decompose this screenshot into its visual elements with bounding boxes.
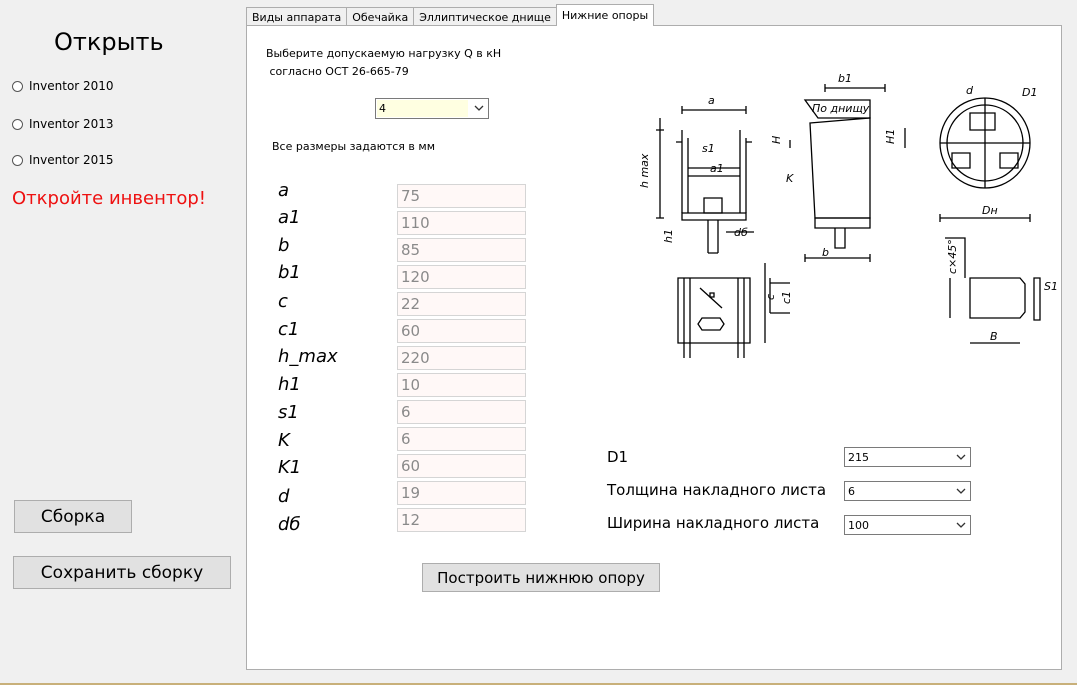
assemble-button[interactable]: Сборка	[14, 500, 132, 533]
drawing-label-b: b	[822, 246, 829, 259]
d1-select-value: 215	[848, 451, 869, 464]
param-field-h1[interactable]: 10	[397, 373, 526, 397]
plate-width-select[interactable]: 100	[844, 515, 971, 535]
tab-bar: Виды аппарата Обечайка Эллиптическое дни…	[246, 4, 655, 26]
d1-select[interactable]: 215	[844, 447, 971, 467]
drawing-label-c1: c1	[780, 291, 793, 304]
d1-label: D1	[607, 448, 629, 466]
drawing-label-s1-plate: S1	[1044, 280, 1058, 293]
plate-thickness-label: Толщина накладного листа	[607, 481, 827, 499]
drawing-label-d1: D1	[1022, 86, 1037, 99]
units-note: Все размеры задаются в мм	[272, 140, 436, 153]
radio-inventor-2015[interactable]: Inventor 2015	[12, 152, 114, 168]
load-label-line1: Выберите допускаемую нагрузку Q в кН	[266, 47, 502, 60]
param-label-b: b	[278, 235, 290, 256]
param-field-h-max[interactable]: 220	[397, 346, 526, 370]
open-title: Открыть	[54, 28, 164, 56]
tab-shell[interactable]: Обечайка	[346, 7, 415, 26]
drawing-label-by-bottom: По днищу	[812, 102, 870, 115]
param-label-a: a	[278, 180, 290, 201]
drawing-label-b1: b1	[838, 72, 852, 85]
drawing-label-h1-side: H1	[884, 129, 897, 144]
radio-circle-icon[interactable]	[12, 118, 23, 130]
param-field-a1[interactable]: 110	[397, 211, 526, 235]
tab-apparatus-views[interactable]: Виды аппарата	[246, 7, 348, 26]
drawing-label-db: dб	[734, 226, 748, 239]
tab-panel	[246, 25, 1062, 670]
load-select[interactable]: 4	[375, 98, 489, 119]
drawing-label-h: H	[770, 136, 783, 144]
chevron-down-icon[interactable]	[952, 516, 970, 534]
param-label-s1: s1	[278, 402, 299, 423]
param-field-k[interactable]: 6	[397, 427, 526, 451]
drawing-label-h1: h1	[662, 229, 675, 243]
param-label-b1: b1	[278, 262, 301, 283]
drawing-label-a: a	[708, 94, 715, 107]
chevron-down-icon[interactable]	[952, 448, 970, 466]
build-support-button[interactable]: Построить нижнюю опору	[422, 563, 660, 592]
drawing-label-d: d	[966, 84, 974, 97]
tab-lower-supports[interactable]: Нижние опоры	[555, 4, 655, 26]
drawing-label-dn: Dн	[982, 204, 998, 217]
radio-label: Inventor 2010	[29, 79, 114, 93]
drawing-label-c: c	[764, 294, 777, 300]
param-label-c: c	[278, 291, 288, 312]
param-label-h1: h1	[278, 374, 301, 395]
param-field-a[interactable]: 75	[397, 184, 526, 208]
save-assembly-button[interactable]: Сохранить сборку	[13, 556, 231, 589]
load-select-value: 4	[377, 100, 468, 117]
param-field-b[interactable]: 85	[397, 238, 526, 262]
param-label-c1: c1	[278, 319, 300, 340]
param-field-s1[interactable]: 6	[397, 400, 526, 424]
param-label-a1: a1	[278, 207, 301, 228]
param-field-d[interactable]: 19	[397, 481, 526, 505]
drawing-label-s1: s1	[702, 142, 715, 155]
tab-elliptical-head[interactable]: Эллиптическое днище	[413, 7, 557, 26]
radio-inventor-2013[interactable]: Inventor 2013	[12, 116, 114, 132]
plate-width-label: Ширина накладного листа	[607, 514, 820, 532]
param-field-k1[interactable]: 60	[397, 454, 526, 478]
param-field-b1[interactable]: 120	[397, 265, 526, 289]
param-label-d: d	[278, 486, 290, 507]
radio-inventor-2010[interactable]: Inventor 2010	[12, 78, 114, 94]
param-label-k1: K1	[278, 457, 302, 478]
drawing-label-chamfer: c×45°	[946, 239, 959, 274]
radio-label: Inventor 2013	[29, 117, 114, 131]
radio-circle-icon[interactable]	[12, 80, 23, 92]
param-label-k: K	[278, 430, 290, 451]
drawing-label-a1: a1	[710, 162, 724, 175]
param-field-c1[interactable]: 60	[397, 319, 526, 343]
param-label-h-max: h_max	[278, 346, 338, 367]
warning-text: Откройте инвентор!	[12, 188, 207, 209]
plate-width-value: 100	[848, 519, 869, 532]
drawing-label-h-max: h max	[638, 153, 651, 188]
param-label-db: dб	[278, 514, 301, 535]
param-field-c[interactable]: 22	[397, 292, 526, 316]
param-field-db[interactable]: 12	[397, 508, 526, 532]
radio-circle-icon[interactable]	[12, 154, 23, 166]
radio-label: Inventor 2015	[29, 153, 114, 167]
bottom-border	[0, 683, 1077, 685]
support-drawing: a a1 s1 h max h1 dб b1 По днищу H H1 K b…	[638, 72, 1058, 358]
plate-thickness-value: 6	[848, 485, 855, 498]
plate-thickness-select[interactable]: 6	[844, 481, 971, 501]
drawing-label-b-plate: B	[990, 330, 998, 343]
load-label-line2: согласно ОСТ 26-665-79	[266, 65, 409, 78]
chevron-down-icon[interactable]	[470, 99, 488, 117]
chevron-down-icon[interactable]	[952, 482, 970, 500]
drawing-label-k: K	[786, 172, 794, 185]
